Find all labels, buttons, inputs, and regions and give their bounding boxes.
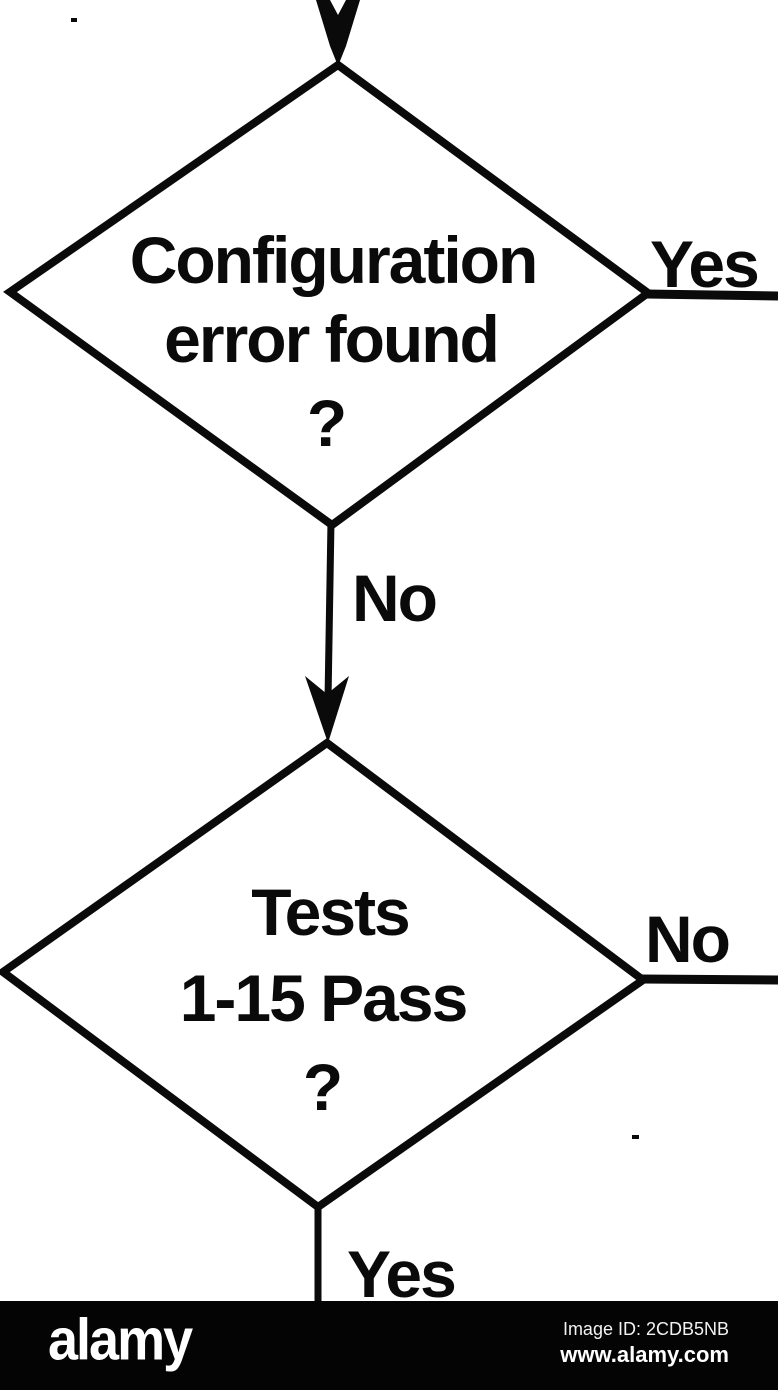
- alamy-url-text: www.alamy.com: [560, 1342, 729, 1367]
- config-error-yes-branch-line: [645, 289, 778, 301]
- config-error-no-label: No: [352, 561, 436, 635]
- alamy-logo: alamy: [48, 1307, 193, 1373]
- tests-pass-yes-label: Yes: [347, 1237, 455, 1302]
- image-id-text: Image ID: 2CDB5NB: [562, 1319, 729, 1339]
- alamy-footer-bar: alamy Image ID: 2CDB5NB www.alamy.com: [0, 1301, 778, 1390]
- scan-speck-right: [632, 1135, 639, 1139]
- tests-pass-no-label: No: [645, 902, 729, 976]
- down-arrowhead-icon: [305, 676, 349, 743]
- config-error-no-branch-line: [324, 520, 335, 701]
- tests-pass-label-line1: Tests: [251, 875, 409, 949]
- config-error-label-line2: error found: [164, 302, 498, 376]
- config-error-label-line3: ?: [307, 386, 345, 460]
- footer-right-block: Image ID: 2CDB5NB www.alamy.com: [560, 1317, 729, 1369]
- incoming-arrow-icon: [316, 0, 360, 66]
- flowchart-diagram: Configuration error found ? Yes No Tests…: [0, 0, 778, 1302]
- tests-pass-label-line3: ?: [303, 1050, 341, 1124]
- tests-pass-label-line2: 1-15 Pass: [180, 961, 467, 1035]
- config-error-label-line1: Configuration: [130, 223, 537, 297]
- config-error-yes-label: Yes: [650, 227, 758, 301]
- scan-speck-top-left: [71, 18, 77, 22]
- tests-pass-no-branch-line: [640, 974, 778, 985]
